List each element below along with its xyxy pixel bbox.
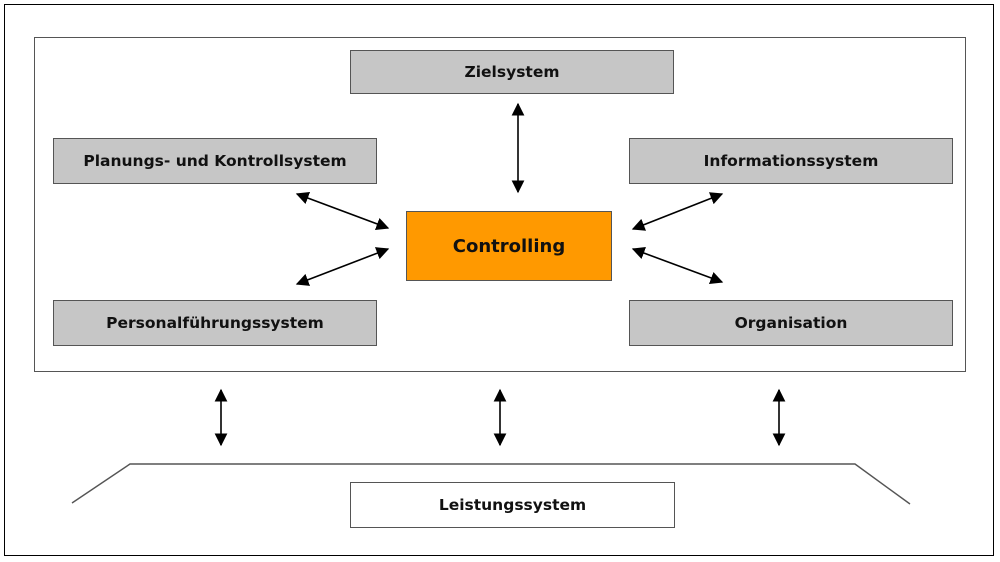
personalfuehrungssystem-box: Personalführungssystem bbox=[53, 300, 377, 346]
organisation-label: Organisation bbox=[734, 314, 848, 332]
leistungssystem-label: Leistungssystem bbox=[438, 496, 587, 514]
controlling-box: Controlling bbox=[406, 211, 612, 281]
leistungssystem-box: Leistungssystem bbox=[350, 482, 675, 528]
zielsystem-label: Zielsystem bbox=[464, 63, 560, 81]
planung-kontrollsystem-label: Planungs- und Kontrollsystem bbox=[83, 152, 347, 170]
organisation-box: Organisation bbox=[629, 300, 953, 346]
planung-kontrollsystem-box: Planungs- und Kontrollsystem bbox=[53, 138, 377, 184]
informationssystem-label: Informationssystem bbox=[703, 152, 879, 170]
zielsystem-box: Zielsystem bbox=[350, 50, 674, 94]
personalfuehrungssystem-label: Personalführungssystem bbox=[106, 314, 324, 332]
controlling-label: Controlling bbox=[452, 235, 566, 257]
informationssystem-box: Informationssystem bbox=[629, 138, 953, 184]
outer-frame bbox=[4, 4, 994, 556]
